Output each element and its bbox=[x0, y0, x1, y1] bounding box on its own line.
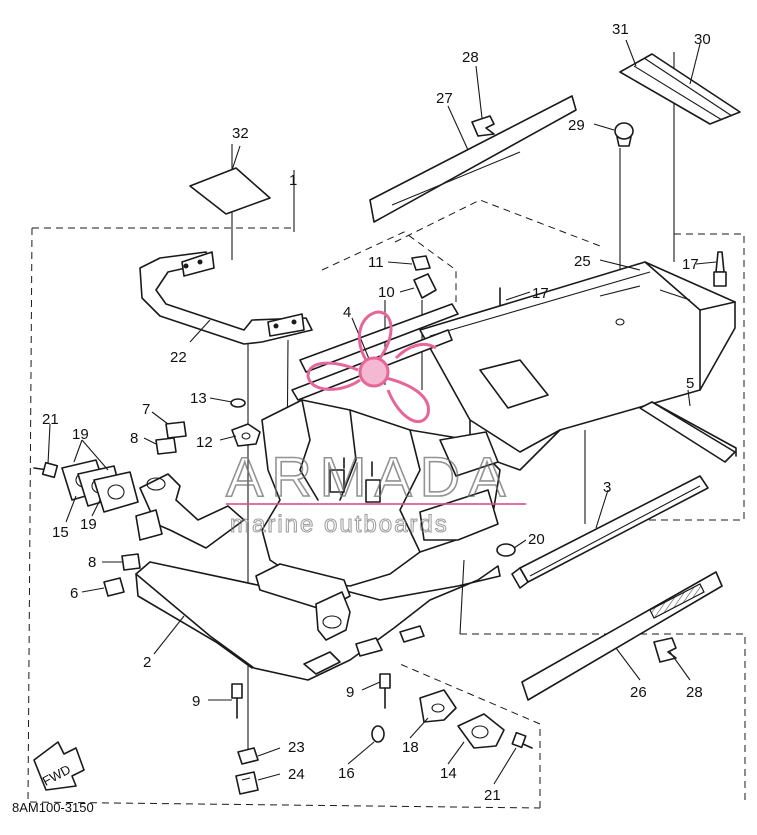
callout-2: 2 bbox=[143, 654, 151, 671]
cap-29 bbox=[614, 122, 634, 147]
side-cover-27 bbox=[369, 95, 577, 223]
callout-16: 16 bbox=[338, 765, 355, 782]
plate-30-31 bbox=[619, 53, 741, 125]
forward-arrow-icon: FWD bbox=[33, 741, 85, 791]
callout-8-upper: 8 bbox=[130, 430, 138, 447]
bushing-6 bbox=[103, 577, 125, 597]
callout-17-right: 17 bbox=[682, 256, 699, 273]
drawing-code: 8AM100-3150 bbox=[12, 800, 94, 815]
bolt-9-right bbox=[379, 673, 391, 709]
armada-logo-icon bbox=[306, 310, 437, 424]
callout-21-right: 21 bbox=[484, 787, 501, 804]
callout-31: 31 bbox=[612, 21, 629, 38]
side-trim-26 bbox=[521, 571, 723, 701]
mount-18 bbox=[419, 689, 457, 723]
callout-28-bottom: 28 bbox=[686, 684, 703, 701]
handle-bar-22 bbox=[139, 251, 313, 345]
callout-28-top: 28 bbox=[462, 49, 479, 66]
callout-4: 4 bbox=[343, 304, 351, 321]
callout-labels: 1 2 3 4 5 6 7 8 8 9 9 10 11 12 13 14 15 … bbox=[42, 21, 711, 804]
callout-3: 3 bbox=[603, 479, 611, 496]
callout-9-left: 9 bbox=[192, 693, 200, 710]
bracket-12 bbox=[231, 423, 261, 447]
washer-16 bbox=[371, 725, 385, 743]
rail-5 bbox=[639, 401, 737, 463]
watermark: ARMADA marine outboards bbox=[225, 310, 526, 539]
bushing-8-upper bbox=[155, 437, 177, 455]
assembly-boundary bbox=[27, 199, 746, 809]
callout-24: 24 bbox=[288, 766, 305, 783]
callout-23: 23 bbox=[288, 739, 305, 756]
callout-7: 7 bbox=[142, 401, 150, 418]
center-frame bbox=[261, 399, 501, 587]
frame-body-25 bbox=[419, 261, 736, 471]
callout-22: 22 bbox=[170, 349, 187, 366]
callout-13: 13 bbox=[190, 390, 207, 407]
bolt-21-left bbox=[33, 461, 59, 479]
callout-32: 32 bbox=[232, 125, 249, 142]
callout-leaders bbox=[47, 39, 717, 785]
callout-15: 15 bbox=[52, 524, 69, 541]
label-plate-32 bbox=[189, 167, 271, 215]
callout-19-upper: 19 bbox=[72, 426, 89, 443]
bolt-21-right bbox=[511, 731, 533, 749]
nut-24 bbox=[235, 771, 259, 795]
callout-30: 30 bbox=[694, 31, 711, 48]
watermark-tagline: marine outboards bbox=[230, 511, 449, 538]
bracket-10 bbox=[413, 273, 437, 299]
clip-28-top bbox=[471, 115, 495, 137]
callout-8-lower: 8 bbox=[88, 554, 96, 571]
slide-rail-3 bbox=[511, 475, 709, 589]
callout-26: 26 bbox=[630, 684, 647, 701]
callout-20: 20 bbox=[528, 531, 545, 548]
callout-6: 6 bbox=[70, 585, 78, 602]
callout-1: 1 bbox=[289, 172, 297, 189]
callout-14: 14 bbox=[440, 765, 457, 782]
callout-19-lower: 19 bbox=[80, 516, 97, 533]
callout-27: 27 bbox=[436, 90, 453, 107]
callout-29: 29 bbox=[568, 117, 585, 134]
callout-21-left: 21 bbox=[42, 411, 59, 428]
nut-23 bbox=[237, 747, 259, 765]
bolt-17-right bbox=[713, 251, 727, 287]
callout-5: 5 bbox=[686, 375, 694, 392]
callout-17-left: 17 bbox=[532, 285, 549, 302]
bushing-8-lower bbox=[121, 553, 141, 571]
callout-12: 12 bbox=[196, 434, 213, 451]
callout-11: 11 bbox=[368, 254, 384, 271]
grommet-20 bbox=[496, 543, 516, 557]
clip-28-bottom bbox=[653, 637, 677, 663]
watermark-brand: ARMADA bbox=[226, 445, 514, 508]
bolt-9-left bbox=[231, 683, 243, 719]
gaskets-15-19 bbox=[61, 459, 139, 513]
cap-11 bbox=[411, 255, 431, 271]
cross-brace bbox=[255, 563, 351, 641]
callout-9-right: 9 bbox=[346, 684, 354, 701]
callout-18: 18 bbox=[402, 739, 419, 756]
callout-10: 10 bbox=[378, 284, 395, 301]
callout-25: 25 bbox=[574, 253, 591, 270]
washer-13 bbox=[230, 398, 246, 408]
bushing-7 bbox=[165, 421, 187, 439]
mount-14 bbox=[457, 713, 505, 749]
side-mount-left bbox=[135, 473, 245, 549]
